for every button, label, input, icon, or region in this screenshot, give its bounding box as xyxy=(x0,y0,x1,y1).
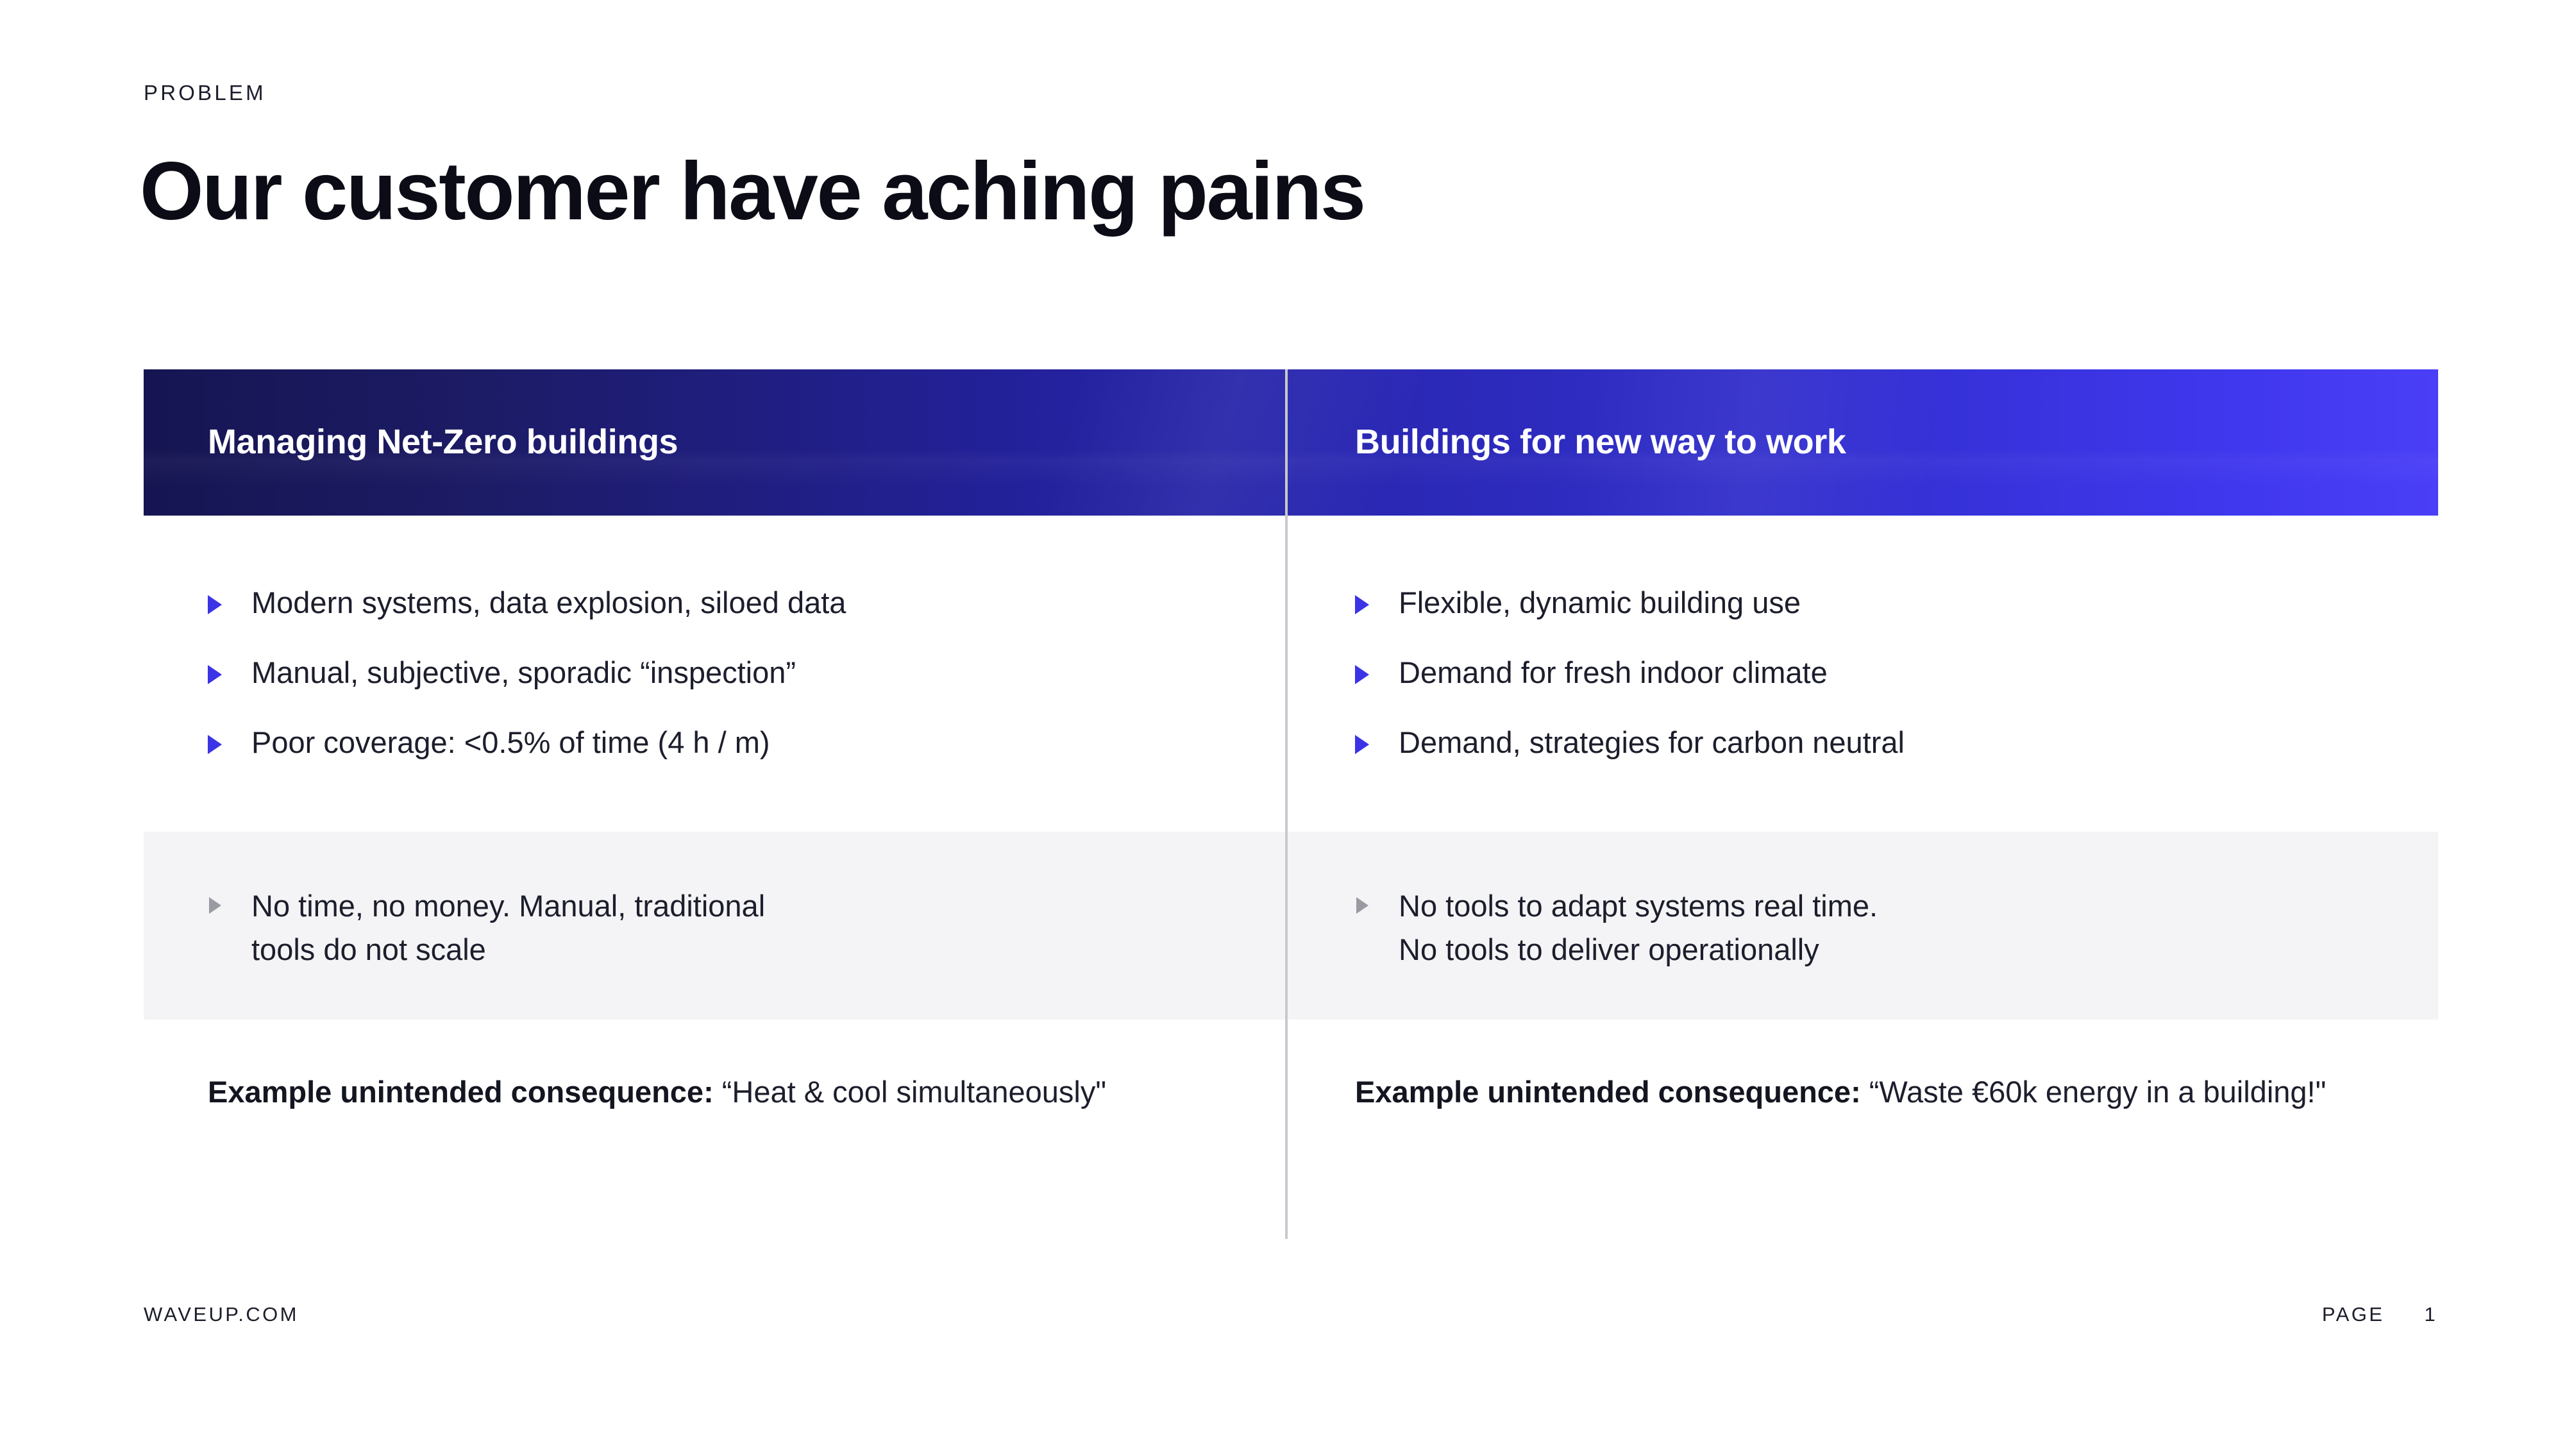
note-list-right: No tools to adapt systems real time. No … xyxy=(1355,832,2400,972)
column-header-left-label: Managing Net-Zero buildings xyxy=(208,423,678,462)
triangle-bullet-icon xyxy=(1355,665,1369,684)
column-header-right: Buildings for new way to work xyxy=(1291,369,2438,516)
page-title: Our customer have aching pains xyxy=(140,146,1366,237)
table-header-bar: Managing Net-Zero buildings Buildings fo… xyxy=(144,369,2438,516)
list-item: No time, no money. Manual, traditional t… xyxy=(208,884,1252,972)
example-quote: “Waste €60k energy in a building!" xyxy=(1860,1075,2327,1109)
triangle-bullet-icon xyxy=(208,735,222,754)
example-consequence-right: Example unintended consequence: “Waste €… xyxy=(1355,1020,2400,1114)
list-item: No tools to adapt systems real time. No … xyxy=(1355,884,2400,972)
bullet-text: Manual, subjective, sporadic “inspection… xyxy=(251,655,796,689)
cell-note-right: No tools to adapt systems real time. No … xyxy=(1291,832,2438,1020)
cell-bullets-left: Modern systems, data explosion, siloed d… xyxy=(144,516,1291,832)
example-consequence-left: Example unintended consequence: “Heat & … xyxy=(208,1020,1252,1114)
table-row-example: Example unintended consequence: “Heat & … xyxy=(144,1020,2438,1174)
list-item: Manual, subjective, sporadic “inspection… xyxy=(208,657,1252,687)
list-item: Modern systems, data explosion, siloed d… xyxy=(208,587,1252,618)
note-text-line: No time, no money. Manual, traditional xyxy=(251,889,766,923)
triangle-bullet-icon xyxy=(1355,595,1369,614)
list-item: Demand, strategies for carbon neutral xyxy=(1355,727,2400,757)
list-item: Flexible, dynamic building use xyxy=(1355,587,2400,618)
triangle-bullet-icon xyxy=(208,595,222,614)
bullet-list-right: Flexible, dynamic building use Demand fo… xyxy=(1355,516,2400,757)
table-row-bullets: Modern systems, data explosion, siloed d… xyxy=(144,516,2438,832)
triangle-bullet-icon xyxy=(1355,735,1369,754)
column-header-left: Managing Net-Zero buildings xyxy=(144,369,1291,516)
section-kicker: PROBLEM xyxy=(144,81,266,105)
table-row-note: No time, no money. Manual, traditional t… xyxy=(144,832,2438,1020)
footer-page-label: PAGE xyxy=(2321,1303,2385,1325)
triangle-bullet-icon xyxy=(208,665,222,684)
column-header-right-label: Buildings for new way to work xyxy=(1355,423,1846,462)
cell-example-left: Example unintended consequence: “Heat & … xyxy=(144,1020,1291,1174)
note-text-line: No tools to deliver operationally xyxy=(1399,932,1819,967)
bullet-text: Flexible, dynamic building use xyxy=(1399,585,1801,619)
comparison-table: Managing Net-Zero buildings Buildings fo… xyxy=(144,369,2438,1241)
footer-page-number: 1 xyxy=(2424,1303,2437,1325)
footer-page-indicator: PAGE 1 xyxy=(2322,1304,2437,1324)
bullet-text: Demand, strategies for carbon neutral xyxy=(1399,725,1905,759)
cell-example-right: Example unintended consequence: “Waste €… xyxy=(1291,1020,2438,1174)
column-divider xyxy=(1285,369,1288,1239)
example-label: Example unintended consequence: xyxy=(1355,1075,1861,1109)
bullet-list-left: Modern systems, data explosion, siloed d… xyxy=(208,516,1252,757)
list-item: Poor coverage: <0.5% of time (4 h / m) xyxy=(208,727,1252,757)
note-text-line: No tools to adapt systems real time. xyxy=(1399,889,1878,923)
triangle-bullet-icon xyxy=(209,897,221,914)
note-text-line: tools do not scale xyxy=(251,932,486,967)
example-quote: “Heat & cool simultaneously" xyxy=(713,1075,1107,1109)
bullet-text: Demand for fresh indoor climate xyxy=(1399,655,1828,689)
list-item: Demand for fresh indoor climate xyxy=(1355,657,2400,687)
bullet-text: Modern systems, data explosion, siloed d… xyxy=(251,585,846,619)
bullet-text: Poor coverage: <0.5% of time (4 h / m) xyxy=(251,725,770,759)
cell-note-left: No time, no money. Manual, traditional t… xyxy=(144,832,1291,1020)
note-list-left: No time, no money. Manual, traditional t… xyxy=(208,832,1252,972)
triangle-bullet-icon xyxy=(1356,897,1368,914)
cell-bullets-right: Flexible, dynamic building use Demand fo… xyxy=(1291,516,2438,832)
footer-site-url: WAVEUP.COM xyxy=(144,1303,299,1325)
example-label: Example unintended consequence: xyxy=(208,1075,714,1109)
